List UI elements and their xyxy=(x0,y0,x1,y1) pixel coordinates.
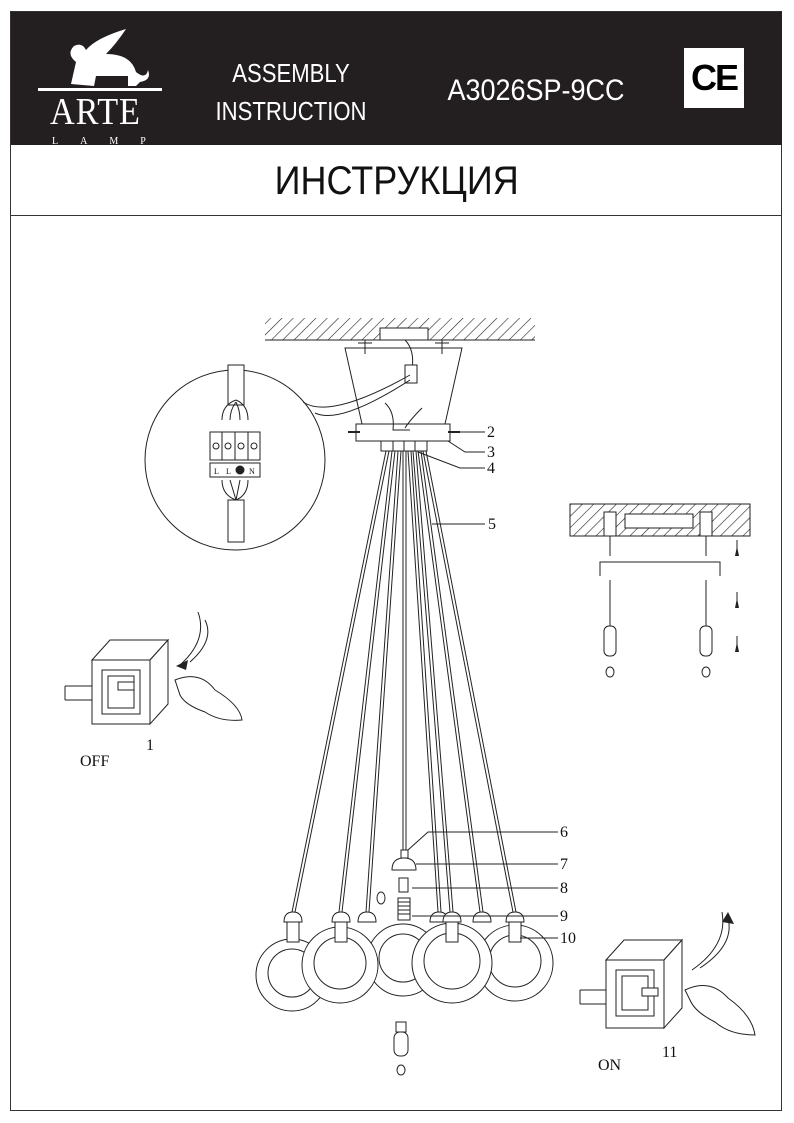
label-3: 3 xyxy=(487,444,495,461)
globe-caps xyxy=(283,911,525,943)
part-number-labels: 2 3 4 5 6 7 8 9 10 1 OFF 11 ON xyxy=(80,424,677,1074)
label-8: 8 xyxy=(560,880,568,897)
label-11: 11 xyxy=(662,1044,677,1061)
ground-icon xyxy=(235,465,245,475)
brand-name: ARTE xyxy=(50,91,141,133)
terminal-label: L xyxy=(226,467,231,476)
brand-subtitle: LAMP xyxy=(52,136,168,147)
light-switch-on xyxy=(579,911,756,1036)
wiring-detail-circle: L L N xyxy=(144,364,411,551)
label-10: 10 xyxy=(560,930,576,947)
switch-on-label: ON xyxy=(598,1057,622,1074)
leader-lines xyxy=(407,431,558,939)
page-border xyxy=(10,11,782,1111)
canopy xyxy=(344,339,463,452)
hand-icon xyxy=(684,985,756,1036)
label-5: 5 xyxy=(488,516,496,533)
suspension-cords xyxy=(291,450,517,913)
label-1: 1 xyxy=(146,737,154,754)
terminal-label: L xyxy=(214,467,219,476)
terminal-label: N xyxy=(249,467,255,476)
switch-off-label: OFF xyxy=(80,753,109,770)
winged-lion-icon xyxy=(38,29,162,91)
label-7: 7 xyxy=(560,856,568,873)
rotate-icon xyxy=(376,891,386,905)
doc-type-line2: INSTRUCTION xyxy=(215,96,367,126)
label-6: 6 xyxy=(560,824,568,841)
pendant-parts-exploded xyxy=(376,849,417,921)
ceiling xyxy=(265,318,535,341)
model-number: A3026SP-9CC xyxy=(447,74,625,107)
brand-logo: ARTE LAMP xyxy=(36,24,166,149)
hand-icon xyxy=(174,676,243,721)
doc-type: ASSEMBLY INSTRUCTION xyxy=(206,54,376,130)
g9-bulb xyxy=(393,1021,409,1076)
page-title: ИНСТРУКЦИЯ xyxy=(11,145,782,216)
curved-arrow-icon xyxy=(179,611,209,666)
header-band: ARTE LAMP ASSEMBLY INSTRUCTION A3026SP-9… xyxy=(11,12,782,147)
mounting-bracket-detail xyxy=(569,503,751,678)
doc-type-line1: ASSEMBLY xyxy=(232,58,350,88)
label-4: 4 xyxy=(487,460,495,477)
label-2: 2 xyxy=(487,424,495,441)
page-title-text: ИНСТРУКЦИЯ xyxy=(274,159,519,203)
ce-mark: CE xyxy=(684,48,744,108)
label-9: 9 xyxy=(560,908,568,925)
glass-globes xyxy=(255,922,554,1012)
light-switch-off xyxy=(64,611,243,726)
